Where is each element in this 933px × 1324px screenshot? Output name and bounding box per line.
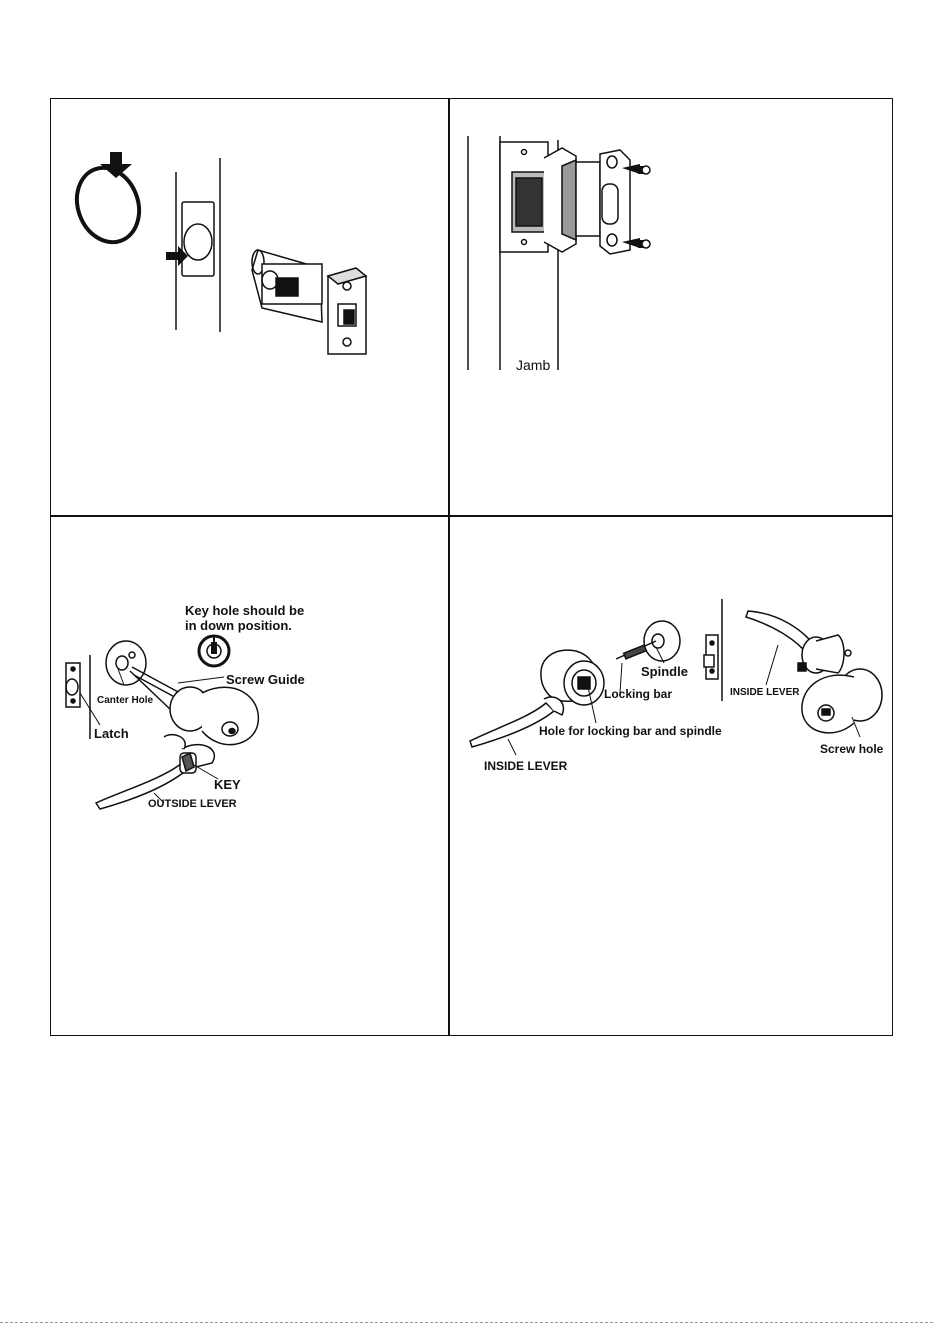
keyhole-down-icon	[199, 635, 229, 666]
door-edge-illustration	[176, 158, 220, 332]
door-edge-illustration	[66, 655, 90, 739]
panel-latch-install	[52, 100, 447, 514]
outside-lever-label: OUTSIDE LEVER	[148, 798, 237, 810]
screw-hole-label: Screw hole	[820, 742, 884, 756]
inside-lever-left-illustration	[470, 697, 563, 747]
keyhole-note-line1: Key hole should be	[185, 603, 304, 618]
screw-guide-label: Screw Guide	[226, 672, 305, 687]
panel-strike-plate: Jamb	[450, 100, 892, 514]
latch-illustration	[252, 250, 366, 354]
outside-knob-illustration	[170, 687, 258, 745]
latch-label: Latch	[94, 726, 129, 741]
ring-illustration	[67, 159, 149, 251]
arrow-down-icon	[100, 152, 132, 178]
spindle-label: Spindle	[641, 664, 688, 679]
key-label: KEY	[214, 777, 241, 792]
panel-inside-lever: Spindle Locking bar Hole for locking bar…	[450, 517, 892, 1035]
door-edge-illustration	[704, 599, 722, 701]
jamb-label: Jamb	[516, 357, 550, 373]
inside-lever-left-label: INSIDE LEVER	[484, 759, 568, 773]
jamb-illustration	[468, 136, 630, 370]
inside-knob-right-illustration	[802, 669, 882, 733]
inside-lever-right-illustration	[746, 611, 851, 673]
locking-bar-label: Locking bar	[604, 687, 672, 701]
panel-outside-lever: Key hole should be in down position.	[52, 517, 447, 1035]
center-hole-label: Canter Hole	[97, 695, 154, 706]
outside-rose-illustration	[616, 621, 680, 661]
keyhole-note-line2: in down position.	[185, 618, 292, 633]
inside-lever-right-label: INSIDE LEVER	[730, 687, 800, 698]
hole-label: Hole for locking bar and spindle	[539, 724, 722, 738]
